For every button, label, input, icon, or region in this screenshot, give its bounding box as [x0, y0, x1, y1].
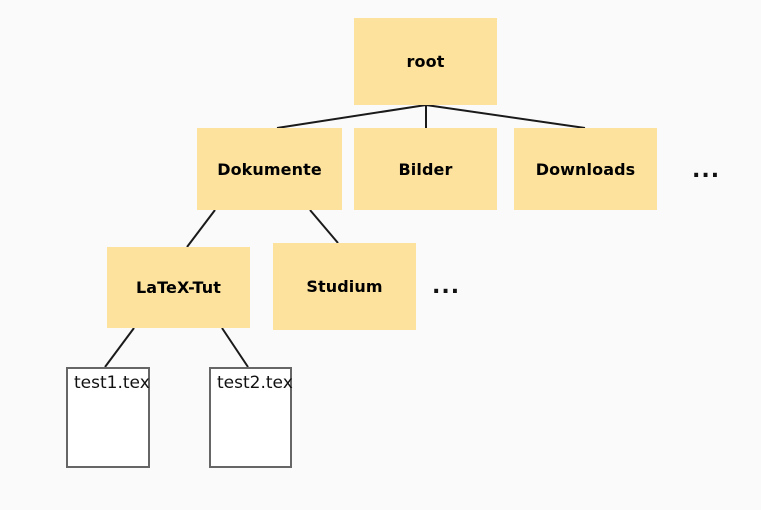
file-node-test1[interactable]: test1.tex — [66, 367, 150, 468]
tree-edge-latex-tut-to-test1 — [104, 327, 135, 368]
node-label: Studium — [306, 277, 383, 296]
node-label: test2.tex — [217, 373, 293, 393]
tree-edge-root-to-downloads — [425, 104, 586, 129]
tree-edge-root-to-dokumente — [276, 104, 427, 129]
folder-node-dokumente[interactable]: Dokumente — [197, 128, 342, 210]
tree-edge-dokumente-to-studium — [309, 209, 339, 244]
folder-node-studium[interactable]: Studium — [273, 243, 416, 330]
node-label: Bilder — [398, 159, 453, 179]
file-node-test2[interactable]: test2.tex — [209, 367, 293, 468]
ellipsis-more-ellipsis-row3: ... — [432, 274, 461, 299]
node-label: test1.tex — [74, 373, 150, 393]
folder-node-bilder[interactable]: Bilder — [354, 128, 497, 210]
folder-node-downloads[interactable]: Downloads — [514, 128, 657, 210]
node-label: Dokumente — [217, 159, 322, 179]
tree-edge-latex-tut-to-test2 — [221, 327, 249, 368]
folder-node-latex-tut[interactable]: LaTeX-Tut — [107, 247, 250, 328]
ellipsis-more-ellipsis-row2: ... — [692, 158, 721, 183]
tree-edge-dokumente-to-latex-tut — [186, 209, 216, 248]
folder-node-root[interactable]: root — [354, 18, 497, 105]
node-label: LaTeX-Tut — [135, 278, 222, 297]
node-label: root — [406, 52, 445, 71]
node-label: Downloads — [535, 159, 636, 179]
